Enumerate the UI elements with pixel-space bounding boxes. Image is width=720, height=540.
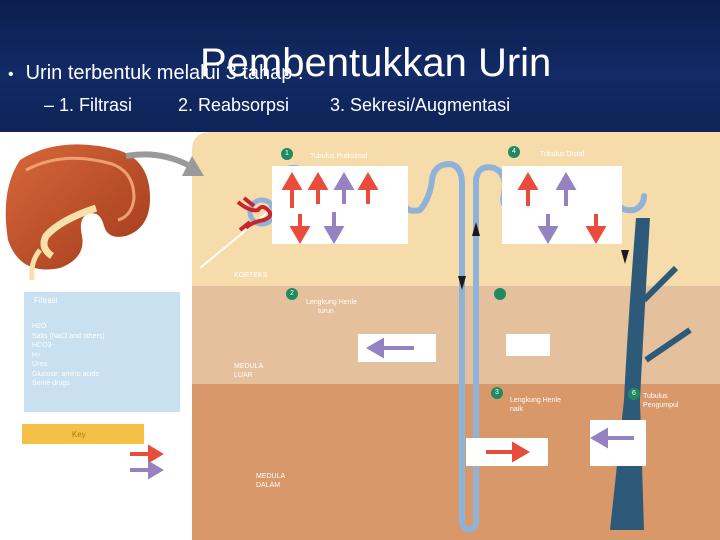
filtrate-item: H+ xyxy=(32,351,42,359)
box-collect xyxy=(590,420,646,466)
key-passive-arrow xyxy=(130,460,164,480)
label-loop-asc-line2: naik xyxy=(510,406,523,413)
arrow-up-1 xyxy=(281,172,303,208)
flow-arrows xyxy=(458,222,629,290)
key-title: Key xyxy=(72,430,86,439)
slide-header xyxy=(0,0,720,132)
marker-1: 1 xyxy=(281,148,293,160)
filtrate-title: Filtrasi xyxy=(34,296,58,305)
key-active-arrow xyxy=(130,444,164,464)
label-loop-asc: Lengkung Henle naik xyxy=(510,396,561,414)
zoom-arrow xyxy=(125,151,192,169)
filtrate-panel xyxy=(24,292,180,412)
step-sekresi: 3. Sekresi/Augmentasi xyxy=(330,95,511,115)
zone-outer-line2: LUAR xyxy=(234,372,253,379)
slide-title: Pembentukkan Urin xyxy=(200,41,552,85)
marker-2: 2 xyxy=(286,288,298,300)
bullet-intro: • Urin terbentuk melalui 3 tahap : xyxy=(8,62,304,85)
label-loop-desc-line1: Lengkung Henle xyxy=(306,299,357,306)
arrow-right-12 xyxy=(486,441,530,463)
filtrate-item: H2O xyxy=(32,323,47,330)
arrow-up-2 xyxy=(307,172,329,204)
arrow-down-9 xyxy=(585,214,607,244)
marker-5: 5 xyxy=(494,288,506,300)
label-collecting-line2: Pengumpul xyxy=(643,402,679,409)
filtrate-item: HCO3- xyxy=(32,342,54,349)
glomerulus xyxy=(236,196,277,232)
zone-outer-medulla: MEDULA LUAR xyxy=(234,362,263,380)
arrow-left-13 xyxy=(590,427,634,449)
arrow-left-11 xyxy=(366,337,414,359)
transport-arrows xyxy=(281,172,634,463)
zoom-arrow-head xyxy=(182,156,204,176)
step-reabsorpsi: 2. Reabsorpsi xyxy=(178,95,290,115)
label-loop-desc: Lengkung Henle turun xyxy=(306,298,357,316)
label-collecting: Tubulus Pengumpul xyxy=(643,392,678,410)
key-box xyxy=(22,424,144,444)
step-filtrasi: – 1. Filtrasi xyxy=(44,95,133,115)
arrow-up-8 xyxy=(555,172,577,206)
zone-inner-medulla: MEDULA DALAM xyxy=(256,472,285,490)
filtrate-item: Urea xyxy=(32,361,48,368)
bullet-text: Urin terbentuk melalui 3 tahap : xyxy=(25,62,304,84)
zone-inner-line1: MEDULA xyxy=(256,473,286,480)
box-step5 xyxy=(506,334,550,356)
arrow-up-4 xyxy=(357,172,379,204)
loop-bottom xyxy=(459,522,479,533)
label-collecting-line1: Tubulus xyxy=(643,393,668,400)
label-loop-asc-line1: Lengkung Henle xyxy=(510,397,561,404)
label-loop-desc-line2: turun xyxy=(318,308,334,315)
arrow-down-6 xyxy=(289,214,311,244)
arrow-down-5 xyxy=(323,212,345,244)
marker-6: 6 xyxy=(628,388,640,400)
collecting-branch xyxy=(641,265,692,363)
label-distal: Tubulus Distal xyxy=(540,151,585,158)
marker-4: 4 xyxy=(508,146,520,158)
arrow-up-3 xyxy=(333,172,355,204)
filtrate-list: H2O Salts (NaCl and others) HCO3- H+ Ure… xyxy=(32,322,105,389)
filtrate-item: Some drugs xyxy=(32,380,70,387)
zone-inner-line2: DALAM xyxy=(256,482,281,489)
marker-3: 3 xyxy=(491,387,503,399)
kidney-illustration xyxy=(5,144,151,281)
filtrate-item: Salts (NaCl and others) xyxy=(32,332,105,340)
arrow-up-7 xyxy=(517,172,539,206)
zone-cortex: KORTEKS xyxy=(234,272,268,279)
bullet-dot: • xyxy=(8,66,14,83)
zone-outer-line1: MEDULA xyxy=(234,363,264,370)
nephron-diagram xyxy=(5,132,720,540)
filtrate-item: Glucose; amino acids xyxy=(32,370,99,378)
arrow-down-10 xyxy=(537,214,559,244)
box-distal xyxy=(502,166,622,244)
label-proximal: Tubulus Proksimal xyxy=(310,153,368,160)
